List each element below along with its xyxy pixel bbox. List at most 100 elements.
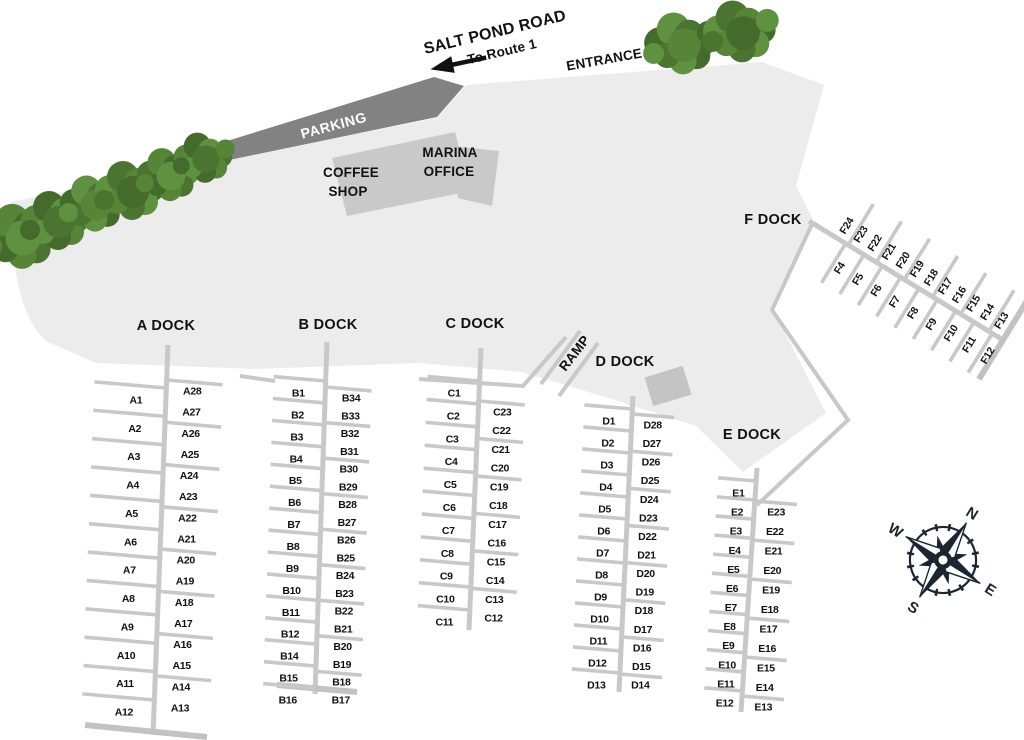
slip-label-A7: A7	[123, 565, 136, 577]
slip-finger	[82, 692, 155, 702]
slip-finger	[580, 491, 629, 499]
slip-label-D27: D27	[643, 438, 662, 450]
slip-label-B34: B34	[342, 393, 361, 405]
slip-label-D5: D5	[598, 504, 611, 516]
slip-label-E10: E10	[718, 659, 736, 671]
slip-finger	[156, 631, 214, 641]
slip-label-D21: D21	[637, 550, 656, 562]
compass-long-arms	[905, 522, 981, 598]
slip-finger	[88, 521, 162, 532]
slip-label-B25: B25	[336, 552, 355, 564]
route-arrow-icon	[430, 55, 487, 73]
docks-layer: A1A2A3A4A5A6A7A8A9A10A11A12A28A27A26A25A…	[82, 203, 1024, 740]
slip-label-C1: C1	[448, 388, 461, 400]
slip-label-B18: B18	[332, 677, 351, 689]
slip-label-B17: B17	[332, 695, 351, 707]
compass-s-label: S	[904, 598, 922, 618]
slip-finger	[752, 538, 795, 546]
dock-A: A1A2A3A4A5A6A7A8A9A10A11A12A28A27A26A25A…	[82, 318, 223, 740]
slip-finger	[621, 635, 664, 643]
slip-finger	[89, 493, 163, 504]
slip-label-D18: D18	[635, 605, 654, 617]
slip-finger	[324, 420, 371, 429]
slip-finger	[631, 412, 675, 420]
slip-finger	[263, 659, 317, 668]
slip-finger	[741, 694, 785, 702]
slip-label-C18: C18	[489, 500, 508, 512]
dock-B-title: B DOCK	[299, 317, 358, 333]
slip-label-C13: C13	[485, 594, 504, 606]
slip-finger	[315, 669, 362, 677]
slip-finger	[820, 244, 847, 284]
slip-label-A3: A3	[127, 451, 140, 463]
coffee-shop-label-line1: COFFEE	[323, 165, 379, 180]
slip-finger	[417, 603, 471, 612]
slip-finger	[626, 523, 670, 531]
slip-finger	[581, 469, 630, 477]
slip-label-C21: C21	[491, 444, 510, 456]
slip-finger	[571, 667, 621, 675]
slip-finger	[709, 609, 748, 617]
dock-end-crossbar	[84, 722, 208, 740]
slip-finger	[856, 266, 883, 307]
slip-finger	[422, 489, 475, 498]
tree-cluster	[135, 148, 202, 202]
slip-label-D13: D13	[587, 680, 606, 692]
slip-finger	[628, 486, 671, 494]
shed-structure	[644, 365, 692, 407]
slip-label-D12: D12	[588, 658, 607, 670]
slip-label-B4: B4	[290, 453, 303, 465]
ramp-line-1	[539, 329, 582, 386]
slip-label-D15: D15	[632, 661, 651, 673]
slip-label-D2: D2	[601, 438, 614, 450]
slip-label-E3: E3	[730, 526, 743, 538]
slip-finger	[707, 628, 747, 636]
slip-label-E23: E23	[767, 507, 785, 519]
slip-finger	[269, 484, 323, 493]
slip-label-B8: B8	[287, 541, 300, 553]
slip-label-A10: A10	[117, 650, 136, 662]
slip-label-A14: A14	[172, 681, 191, 693]
slip-label-E12: E12	[716, 698, 734, 710]
dock-main-walkway	[616, 395, 636, 693]
dock-F-title: F DOCK	[744, 212, 802, 228]
slip-finger	[749, 577, 792, 585]
slip-label-E7: E7	[725, 602, 738, 614]
slip-label-E13: E13	[754, 702, 772, 714]
tree-clusters	[0, 0, 779, 269]
slip-finger	[318, 598, 365, 606]
slip-finger	[704, 685, 743, 693]
slip-label-B19: B19	[333, 659, 352, 671]
slip-finger	[270, 462, 323, 471]
slip-label-C5: C5	[444, 479, 457, 491]
slip-label-C22: C22	[492, 425, 511, 437]
slip-finger	[87, 550, 160, 560]
slip-label-C2: C2	[447, 410, 460, 422]
slip-finger	[164, 420, 222, 429]
slip-finger	[266, 594, 319, 603]
slip-finger	[266, 572, 320, 581]
slip-label-A27: A27	[182, 407, 201, 419]
marina-building	[332, 132, 499, 216]
bulkhead-center	[418, 335, 568, 389]
slip-finger	[705, 666, 744, 674]
slip-finger	[272, 396, 326, 405]
slip-finger	[84, 635, 157, 646]
slip-finger	[263, 681, 316, 690]
slip-label-C19: C19	[490, 481, 509, 493]
slip-label-A2: A2	[128, 423, 141, 435]
slip-finger	[577, 535, 627, 543]
slip-finger	[573, 623, 623, 631]
slip-label-A16: A16	[173, 639, 192, 651]
slip-finger	[582, 447, 631, 455]
slip-label-D23: D23	[639, 512, 658, 524]
slip-label-A18: A18	[175, 597, 194, 609]
slip-label-E14: E14	[756, 682, 774, 694]
slip-finger	[710, 590, 749, 598]
slip-finger	[159, 547, 217, 556]
slip-label-D25: D25	[641, 475, 660, 487]
compass-w-label: W	[885, 520, 907, 542]
slip-finger	[875, 277, 902, 318]
slip-label-D4: D4	[599, 482, 612, 494]
slip-label-A17: A17	[174, 618, 193, 630]
